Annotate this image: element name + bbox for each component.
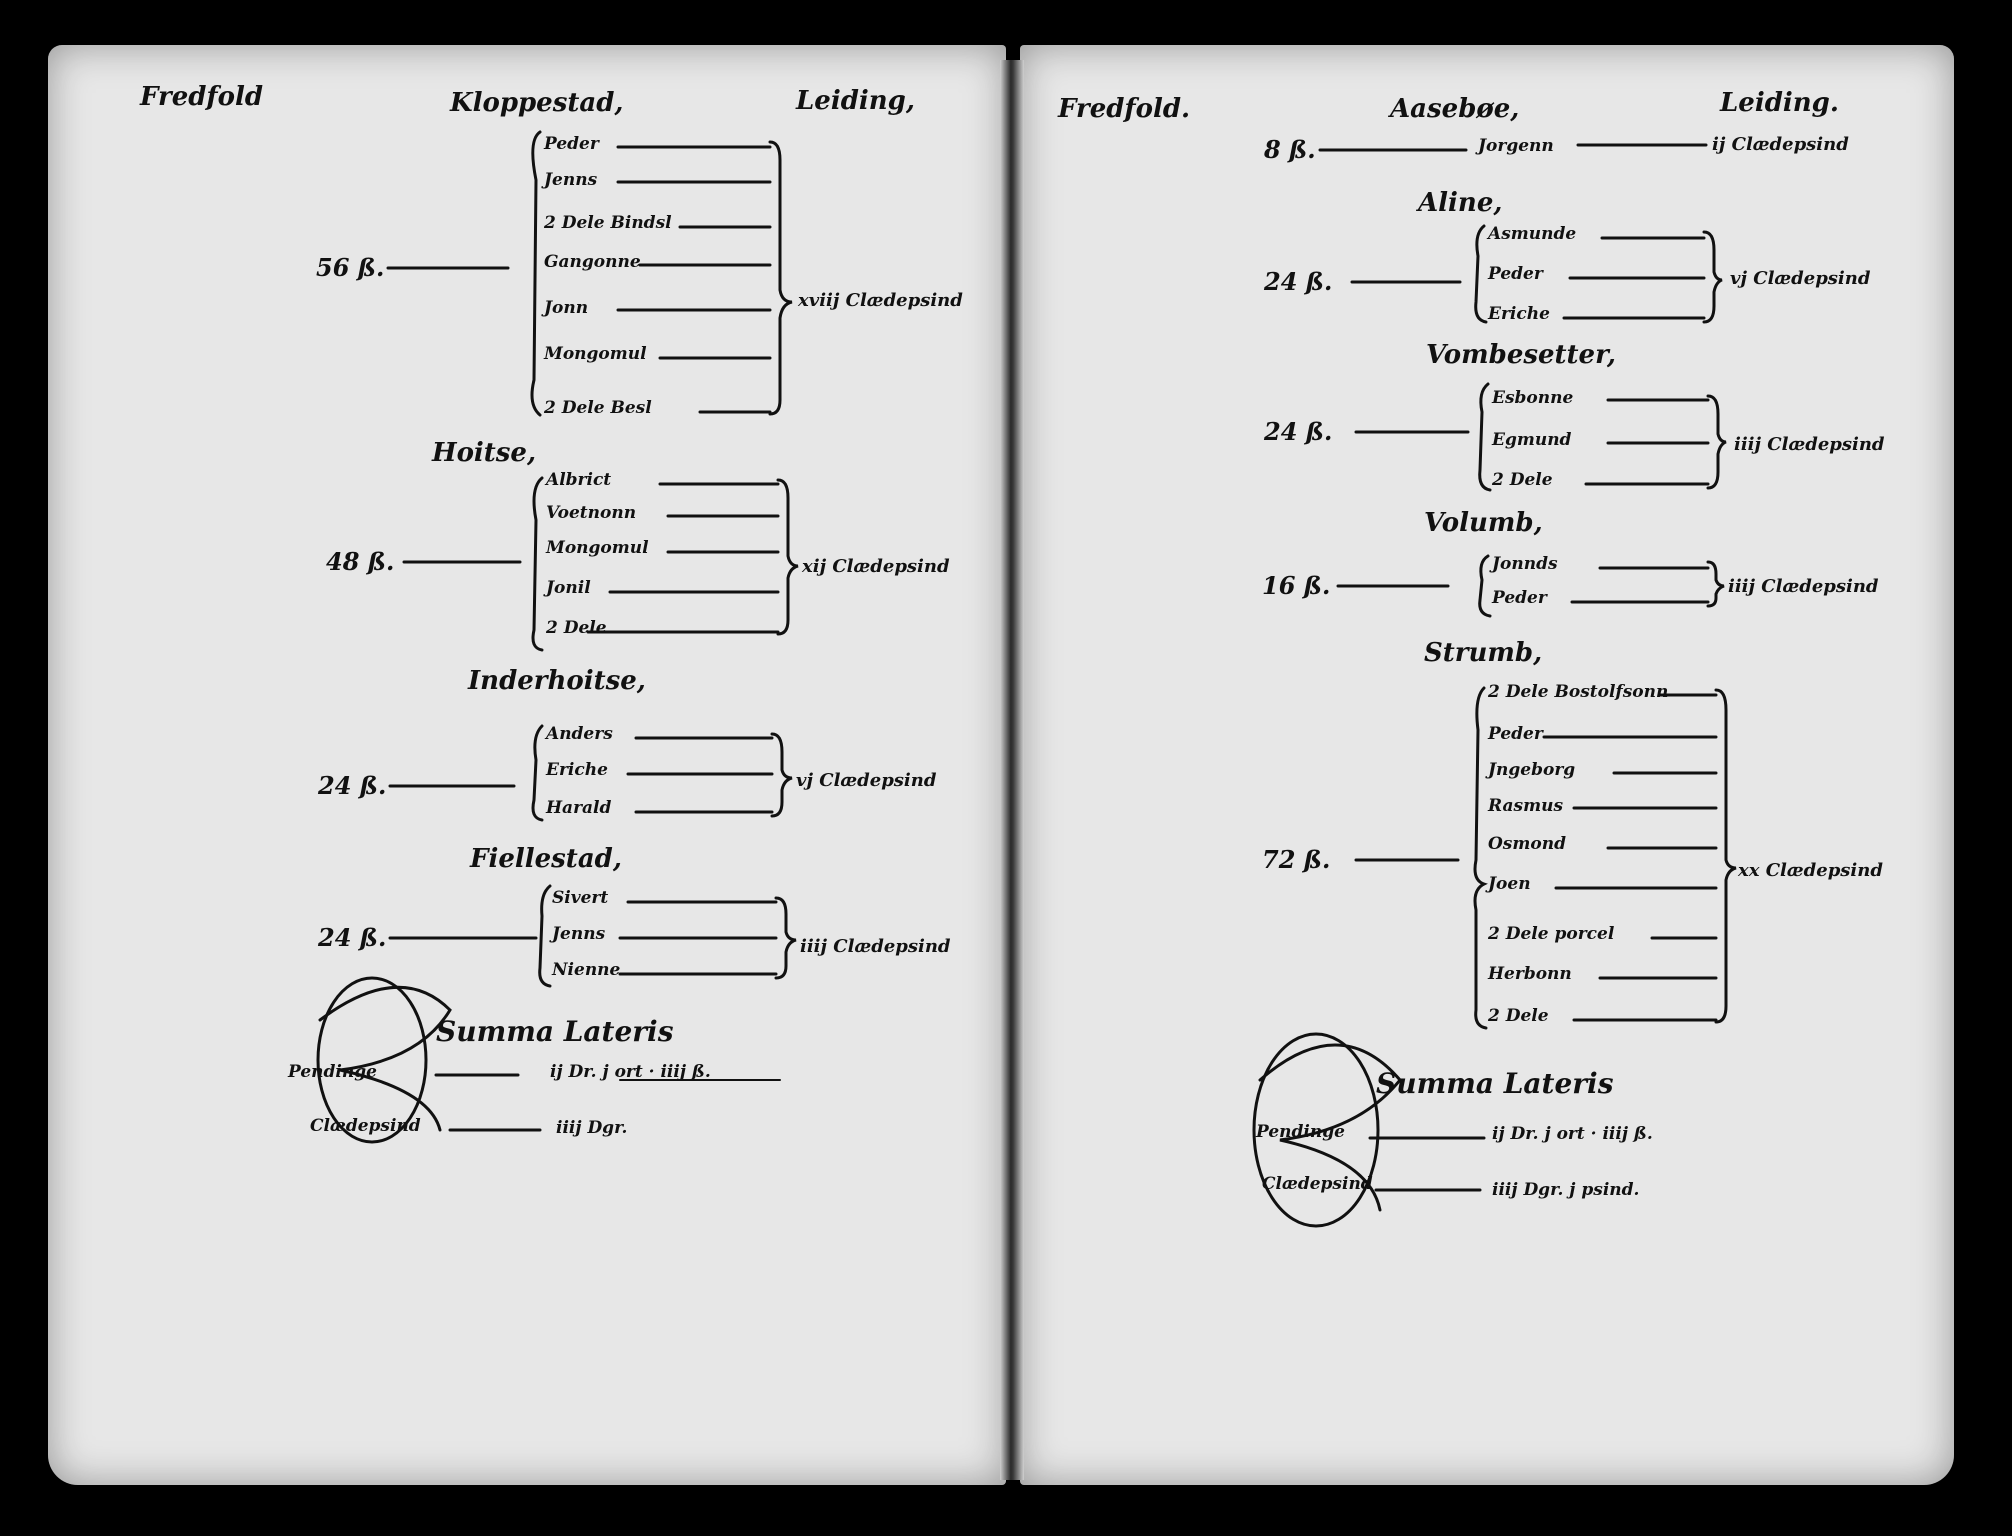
farm-total: xviij Clædepsind	[798, 290, 963, 311]
farm-name: Aasebøe,	[1390, 94, 1520, 124]
farm-amount: 24 ß.	[1264, 417, 1333, 446]
person-name: Osmond	[1488, 834, 1566, 854]
farm-amount: 72 ß.	[1262, 845, 1331, 874]
farm-total: iiij Clædepsind	[1734, 434, 1885, 455]
person-name: Egmund	[1492, 430, 1572, 450]
person-name: Peder	[544, 134, 599, 154]
farm-amount: 48 ß.	[326, 547, 395, 576]
farm-total: iiij Clædepsind	[1728, 576, 1879, 597]
person-name: Anders	[546, 724, 613, 744]
person-name: Esbonne	[1492, 388, 1574, 408]
person-name: Albrict	[546, 470, 612, 490]
person-name: Jenns	[552, 924, 606, 944]
farm-name: Inderhoitse,	[468, 666, 646, 696]
summa-value: iiij Dgr.	[556, 1118, 628, 1138]
person-name: 2 Dele porcel	[1488, 924, 1615, 944]
person-name: Sivert	[552, 888, 609, 908]
farm-name: Fiellestad,	[470, 844, 622, 874]
summa-label: Clædepsind	[310, 1116, 421, 1136]
summa-label: Pendinge	[1256, 1122, 1345, 1142]
farm-amount: 8 ß.	[1264, 135, 1316, 164]
farm-name: Kloppestad,	[450, 88, 624, 118]
summa-value: ij Dr. j ort · iiij ß.	[550, 1062, 711, 1082]
farm-amount: 24 ß.	[318, 923, 387, 952]
farm-name: Vombesetter,	[1426, 340, 1616, 370]
summa-value: iiij Dgr. j psind.	[1492, 1180, 1640, 1200]
person-name: Mongomul	[546, 538, 649, 558]
right-district-header: Fredfold.	[1058, 94, 1191, 124]
summa-heading: Summa Lateris	[436, 1015, 674, 1048]
farm-total: xx Clædepsind	[1738, 860, 1883, 881]
farm-name: Hoitse,	[432, 438, 537, 468]
farm-total: ij Clædepsind	[1712, 134, 1849, 155]
person-name: Eriche	[1488, 304, 1550, 324]
farm-total: vj Clædepsind	[1730, 268, 1871, 289]
person-name: 2 Dele	[1492, 470, 1553, 490]
book-gutter	[1000, 60, 1024, 1480]
farm-total: xij Clædepsind	[802, 556, 950, 577]
person-name: Gangonne	[544, 252, 641, 272]
right-page	[1020, 45, 1954, 1485]
farm-total: vj Clædepsind	[796, 770, 937, 791]
farm-name: Volumb,	[1424, 508, 1543, 538]
summa-label: Pendinge	[288, 1062, 377, 1082]
summa-value: ij Dr. j ort · iiij ß.	[1492, 1124, 1653, 1144]
person-name: 2 Dele	[546, 618, 607, 638]
person-name: Herbonn	[1488, 964, 1572, 984]
person-name: Asmunde	[1488, 224, 1577, 244]
person-name: Mongomul	[544, 344, 647, 364]
person-name: Jngeborg	[1488, 760, 1576, 780]
person-name: Eriche	[546, 760, 608, 780]
person-name: Jonnds	[1492, 554, 1558, 574]
person-name: Peder	[1492, 588, 1547, 608]
person-name: Jonil	[546, 578, 591, 598]
farm-total: iiij Clædepsind	[800, 936, 951, 957]
person-name: Joen	[1488, 874, 1531, 894]
person-name: Jorgenn	[1478, 136, 1554, 156]
person-name: Voetnonn	[546, 503, 637, 523]
summa-label: Clædepsind	[1262, 1174, 1373, 1194]
person-name: Harald	[546, 798, 612, 818]
person-name: Rasmus	[1488, 796, 1564, 816]
right-leiding-header: Leiding.	[1720, 88, 1839, 118]
farm-amount: 56 ß.	[316, 253, 385, 282]
person-name: 2 Dele Besl	[544, 398, 652, 418]
person-name: Peder	[1488, 264, 1543, 284]
person-name: Jonn	[544, 298, 589, 318]
farm-name: Strumb,	[1424, 638, 1543, 668]
summa-heading: Summa Lateris	[1376, 1067, 1614, 1100]
farm-name: Aline,	[1418, 188, 1503, 218]
farm-amount: 24 ß.	[1264, 267, 1333, 296]
person-name: Nienne	[552, 960, 621, 980]
left-leiding-header: Leiding,	[796, 86, 915, 116]
left-page	[48, 45, 1006, 1485]
person-name: 2 Dele Bostolfsonn	[1488, 682, 1669, 702]
farm-amount: 16 ß.	[1262, 571, 1331, 600]
person-name: Peder	[1488, 724, 1543, 744]
left-district-header: Fredfold	[140, 82, 264, 112]
person-name: 2 Dele Bindsl	[544, 213, 672, 233]
farm-amount: 24 ß.	[318, 771, 387, 800]
person-name: 2 Dele	[1488, 1006, 1549, 1026]
person-name: Jenns	[544, 170, 598, 190]
